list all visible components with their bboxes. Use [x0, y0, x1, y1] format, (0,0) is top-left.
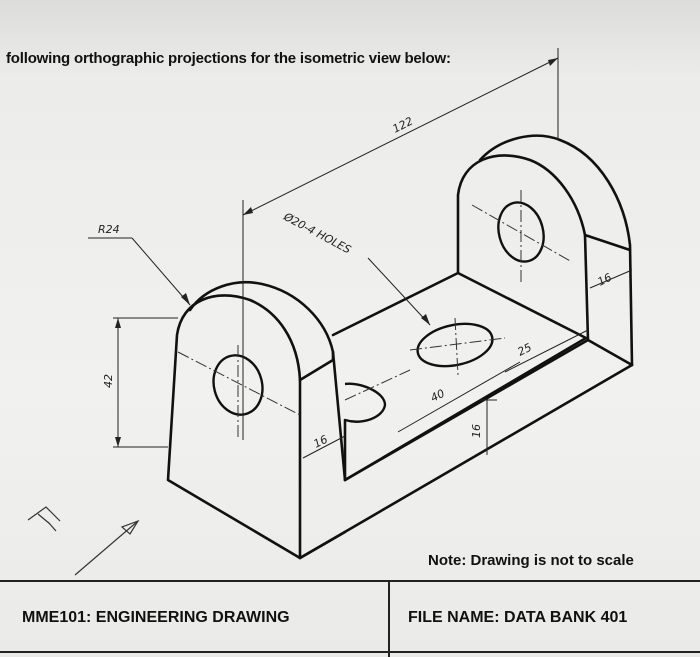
base-top-face [331, 271, 588, 482]
left-upright-front-face [166, 294, 302, 560]
hole-base-rear [344, 382, 387, 423]
dim-overall-length: 122 [390, 115, 415, 136]
hole-right-upright [497, 201, 545, 263]
hole-left-upright [212, 354, 264, 416]
instruction-heading: following orthographic projections for t… [6, 50, 451, 67]
title-block: MME101: ENGINEERING DRAWING FILE NAME: D… [0, 580, 700, 657]
dim-height: 42 [102, 374, 115, 388]
dim-upright-thickness-left: 16 [311, 433, 329, 451]
course-title: MME101: ENGINEERING DRAWING [22, 609, 290, 626]
scale-note: Note: Drawing is not to scale [428, 552, 634, 569]
base-front-edge [343, 338, 590, 482]
file-name: FILE NAME: DATA BANK 401 [408, 609, 628, 626]
left-upright-top-arc [188, 280, 335, 362]
bottom-border [0, 651, 700, 653]
dim-radius: R24 [98, 223, 120, 236]
title-block-left-cell [0, 582, 390, 657]
right-upright [456, 154, 590, 342]
right-upright-top-arc [478, 134, 634, 367]
front-view-arrow-icon [27, 506, 140, 576]
dim-base-thickness: 16 [470, 424, 483, 438]
dim-holes: Ø20-4 HOLES [281, 210, 353, 257]
hole-base-front [416, 322, 494, 368]
dim-base-depth: 40 [428, 387, 446, 405]
dim-upright-thickness-right: 16 [595, 271, 613, 289]
dim-hole-offset: 25 [515, 341, 533, 359]
